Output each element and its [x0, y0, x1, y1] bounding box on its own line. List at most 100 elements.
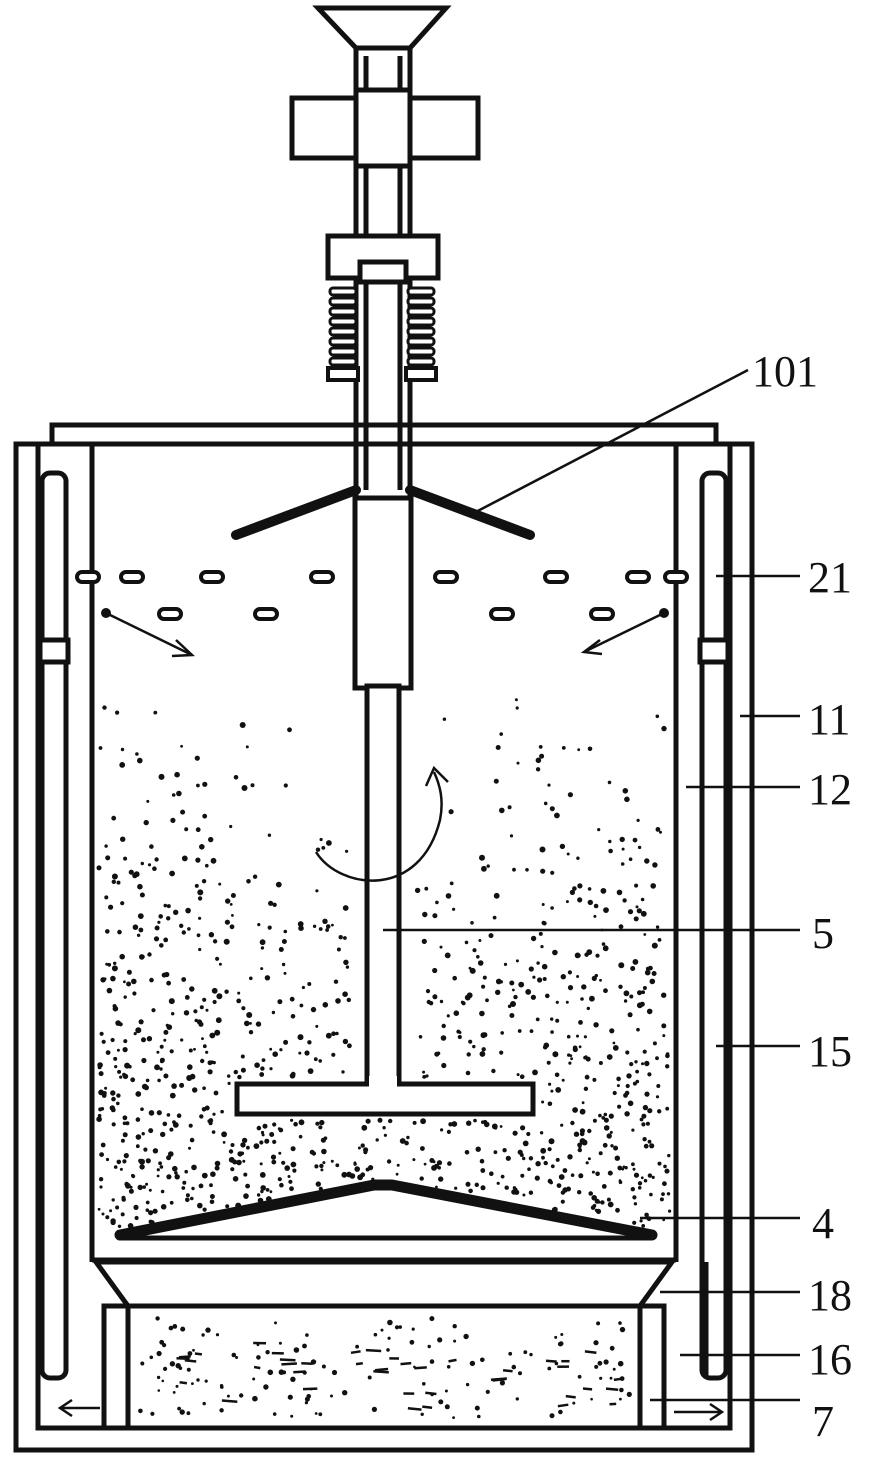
particle — [122, 1073, 129, 1080]
particle — [539, 1131, 544, 1135]
particle — [519, 1074, 525, 1079]
particle — [371, 1406, 377, 1412]
particle — [120, 747, 125, 752]
particle — [594, 1364, 599, 1369]
particle — [184, 1359, 197, 1363]
particle — [580, 1132, 584, 1136]
particle — [283, 971, 287, 975]
particle — [314, 1412, 318, 1415]
particle — [188, 1123, 193, 1128]
particle — [595, 953, 600, 958]
particle — [113, 1165, 118, 1169]
particle — [603, 1117, 609, 1123]
particle — [492, 915, 497, 920]
particle — [330, 1159, 334, 1163]
particle — [388, 1118, 393, 1124]
particle — [131, 1174, 136, 1179]
particle — [527, 1167, 531, 1171]
particle — [555, 1087, 562, 1093]
particle — [246, 1012, 253, 1018]
particle — [315, 847, 321, 852]
particle — [623, 990, 630, 997]
particle — [565, 1394, 576, 1399]
particle — [241, 785, 248, 791]
particle — [160, 1189, 165, 1194]
particle — [590, 1397, 593, 1401]
particle — [141, 1037, 146, 1043]
particle — [259, 1172, 266, 1178]
particle — [260, 1130, 265, 1135]
particle — [420, 1118, 426, 1125]
particle — [609, 1130, 613, 1134]
particle — [464, 1150, 470, 1155]
particle — [330, 1394, 333, 1398]
particle — [267, 925, 272, 930]
particle — [647, 1139, 652, 1144]
particle — [620, 862, 625, 866]
particle — [112, 1004, 117, 1009]
particle — [320, 1168, 324, 1172]
particle — [139, 954, 145, 960]
particle — [593, 914, 597, 918]
particle — [312, 924, 317, 928]
particle — [198, 1183, 204, 1189]
particle — [470, 921, 474, 925]
particle — [635, 1079, 640, 1084]
particle — [218, 882, 222, 886]
particle — [641, 1113, 647, 1119]
particle — [256, 1193, 261, 1197]
particle — [343, 936, 347, 940]
particle — [435, 1185, 438, 1189]
particle — [538, 745, 543, 749]
particle — [166, 1024, 173, 1030]
particle — [588, 1191, 593, 1196]
particle — [587, 1128, 592, 1134]
particle — [612, 1367, 616, 1371]
particle — [664, 1169, 669, 1174]
particle — [139, 1158, 145, 1165]
particle — [271, 1010, 276, 1015]
particle — [148, 1128, 154, 1134]
spring-coils — [326, 286, 438, 382]
particle — [342, 1390, 348, 1396]
particle — [180, 744, 184, 748]
particle — [187, 1064, 193, 1070]
particle — [633, 1172, 640, 1178]
particle — [293, 1121, 298, 1127]
particle — [485, 998, 489, 1003]
particle — [499, 1125, 503, 1128]
spring-coil — [328, 356, 358, 367]
particle — [325, 924, 331, 929]
particle — [161, 972, 167, 978]
particle — [447, 1161, 452, 1166]
particle — [542, 921, 547, 926]
spring-base — [404, 366, 438, 382]
particle — [159, 1067, 163, 1071]
conical-plate — [114, 1179, 658, 1241]
spring-coil — [328, 336, 358, 347]
particle — [570, 1173, 575, 1177]
particle — [566, 1034, 571, 1039]
particle — [231, 1352, 237, 1358]
particle — [331, 1369, 338, 1376]
particle — [398, 1325, 403, 1329]
particle — [284, 1165, 291, 1171]
particle — [156, 1375, 161, 1380]
particle — [215, 956, 220, 961]
particle — [122, 1132, 128, 1138]
particle — [98, 746, 103, 750]
spray-hole — [199, 570, 225, 584]
particle — [113, 961, 117, 965]
particle — [166, 904, 171, 909]
label-11: 11 — [808, 695, 850, 744]
particle — [248, 1030, 254, 1035]
particle — [499, 1380, 505, 1386]
particle — [628, 857, 633, 861]
particle — [624, 796, 630, 803]
particle — [476, 955, 480, 959]
particle — [111, 815, 117, 821]
vessel-lid — [49, 422, 719, 445]
particle — [194, 1018, 199, 1023]
particle — [550, 1164, 555, 1169]
particle — [179, 1381, 188, 1385]
